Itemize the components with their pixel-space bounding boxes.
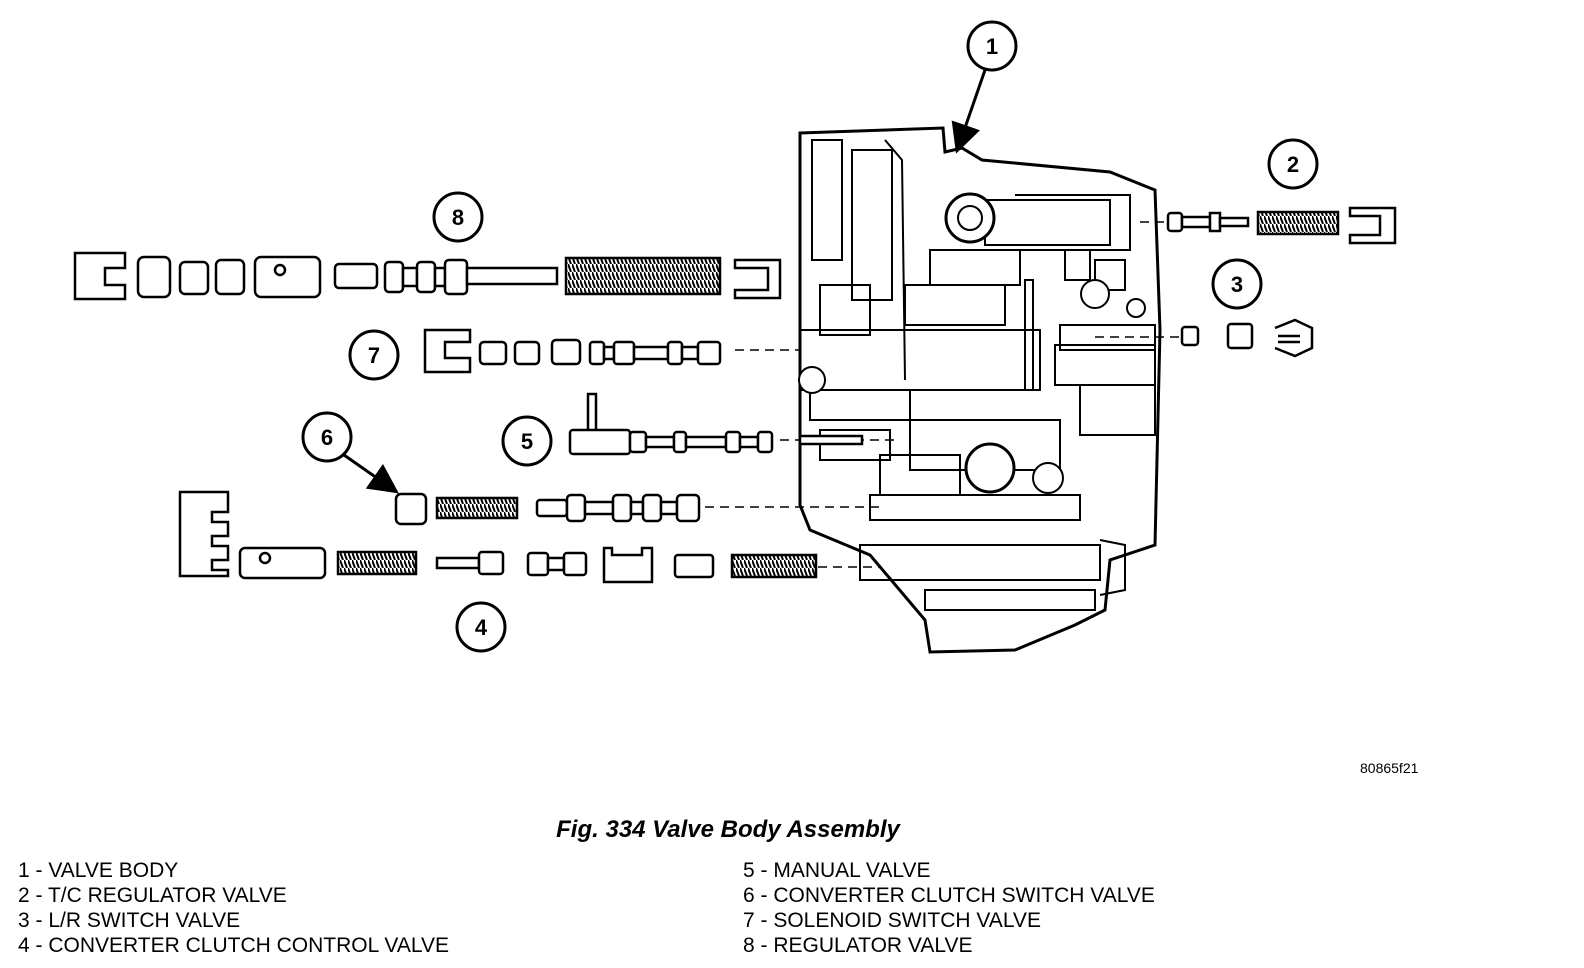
legend-item: 4 - CONVERTER CLUTCH CONTROL VALVE [18,934,449,957]
valve-body [798,126,1162,654]
manual-valve-parts [568,392,864,456]
tc-regulator-valve-parts [1166,206,1397,245]
legend-item: 3 - L/R SWITCH VALVE [18,909,241,932]
callout-6: 6 [301,411,399,494]
legend-item: 5 - MANUAL VALVE [743,859,931,882]
callout-1-arrow [951,69,987,154]
svg-text:5: 5 [521,429,533,454]
legend-item: 6 - CONVERTER CLUTCH SWITCH VALVE [743,884,1155,907]
callout-2: 2 [1267,138,1319,190]
svg-text:4: 4 [475,615,488,640]
solenoid-switch-valve-parts [423,328,722,374]
converter-clutch-control-valve-parts [178,490,818,584]
svg-text:8: 8 [452,205,464,230]
lr-switch-valve-parts [1180,318,1314,358]
svg-text:6: 6 [321,425,333,450]
figure-caption: Fig. 334 Valve Body Assembly [556,816,900,843]
legend-right-column: 5 - MANUAL VALVE 6 - CONVERTER CLUTCH SW… [743,858,1155,958]
legend-item: 2 - T/C REGULATOR VALVE [18,884,287,907]
callout-7: 7 [348,329,400,381]
figure-reference-code: 80865f21 [1360,760,1419,776]
callout-1: 1 [951,20,1018,154]
converter-clutch-switch-valve-parts [394,492,701,526]
legend-left-column: 1 - VALVE BODY 2 - T/C REGULATOR VALVE 3… [18,858,449,958]
legend-item: 1 - VALVE BODY [18,859,179,882]
callout-5: 5 [501,415,553,467]
svg-text:2: 2 [1287,152,1299,177]
legend-item: 8 - REGULATOR VALVE [743,934,973,957]
svg-text:1: 1 [986,34,998,59]
svg-text:3: 3 [1231,272,1243,297]
callout-4: 4 [455,601,507,653]
legend-item: 7 - SOLENOID SWITCH VALVE [743,909,1041,932]
regulator-valve-parts [73,251,782,301]
callout-6-arrow [343,453,399,494]
valve-body-diagram: 1 2 3 4 5 6 7 8 [73,20,1397,654]
callout-3: 3 [1211,258,1263,310]
svg-text:7: 7 [368,343,380,368]
callout-8: 8 [432,191,484,243]
